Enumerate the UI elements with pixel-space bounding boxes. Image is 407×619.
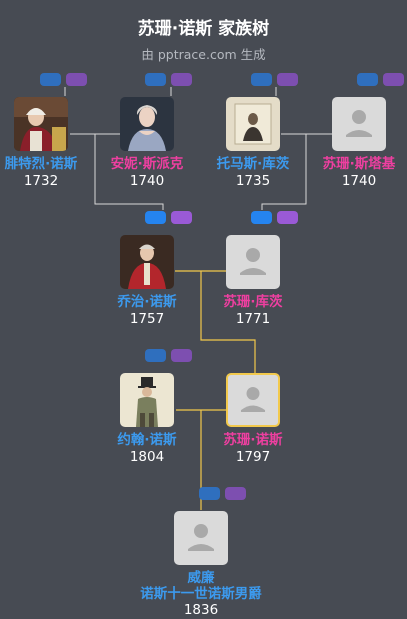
- person-susan-starkey-year: 1740: [341, 173, 377, 189]
- page-title: 苏珊·诺斯 家族树: [137, 19, 270, 39]
- node-controls: [145, 73, 195, 87]
- person-susan-starkey-name[interactable]: 苏珊·斯塔基: [322, 156, 396, 172]
- expand-parents-button[interactable]: [40, 73, 61, 86]
- expand-relations-button[interactable]: [225, 487, 246, 500]
- node-controls: [40, 73, 90, 87]
- person-anne-year: 1740: [129, 173, 165, 189]
- expand-relations-button[interactable]: [171, 73, 192, 86]
- page-subtitle: 由 pptrace.com 生成: [141, 47, 266, 62]
- expand-parents-button[interactable]: [357, 73, 378, 86]
- person-susan-north-name[interactable]: 苏珊·诺斯: [223, 432, 283, 448]
- expand-relations-button[interactable]: [277, 73, 298, 86]
- person-william-year: 1836: [183, 602, 219, 618]
- person-john-year: 1804: [129, 449, 165, 465]
- default-avatar-icon: [240, 387, 266, 413]
- person-george-name[interactable]: 乔治·诺斯: [117, 294, 177, 310]
- expand-parents-button[interactable]: [145, 73, 166, 86]
- expand-relations-button[interactable]: [66, 73, 87, 86]
- person-thomas-year: 1735: [235, 173, 271, 189]
- person-thomas-photo[interactable]: [226, 97, 280, 151]
- person-susan-coutts-photo[interactable]: [226, 235, 280, 289]
- expand-relations-button[interactable]: [171, 349, 192, 362]
- person-anne-photo[interactable]: [120, 97, 174, 151]
- person-frederick-year: 1732: [23, 173, 59, 189]
- person-susan-starkey-photo[interactable]: [332, 97, 386, 151]
- default-avatar-icon: [346, 110, 372, 137]
- person-susan-north-photo[interactable]: [226, 373, 280, 427]
- person-anne-name[interactable]: 安妮·斯派克: [110, 156, 184, 172]
- node-controls: [145, 349, 195, 363]
- expand-relations-button[interactable]: [383, 73, 404, 86]
- person-frederick-photo[interactable]: [14, 97, 68, 151]
- expand-parents-button[interactable]: [251, 73, 272, 86]
- person-william-name[interactable]: 威廉: [187, 570, 215, 586]
- node-controls: [357, 73, 407, 87]
- node-controls: [251, 211, 301, 225]
- person-john-name[interactable]: 约翰·诺斯: [117, 432, 177, 448]
- person-william-photo[interactable]: [174, 511, 228, 565]
- person-susan-north-year: 1797: [235, 449, 271, 465]
- node-controls: [251, 73, 301, 87]
- person-george-photo[interactable]: [120, 235, 174, 289]
- expand-relations-button[interactable]: [277, 211, 298, 224]
- person-john-photo[interactable]: [120, 373, 174, 427]
- expand-parents-button[interactable]: [199, 487, 220, 500]
- default-avatar-icon: [240, 248, 266, 275]
- expand-parents-button[interactable]: [251, 211, 272, 224]
- person-george-year: 1757: [129, 311, 165, 327]
- node-controls: [145, 211, 195, 225]
- expand-relations-button[interactable]: [171, 211, 192, 224]
- person-susan-coutts-year: 1771: [235, 311, 271, 327]
- person-william-title[interactable]: 诺斯十一世诺斯男爵: [140, 586, 262, 602]
- default-avatar-icon: [188, 524, 214, 551]
- expand-parents-button[interactable]: [145, 349, 166, 362]
- person-frederick-name[interactable]: 腓特烈·诺斯: [4, 156, 78, 172]
- person-susan-coutts-name[interactable]: 苏珊·库茨: [223, 294, 283, 310]
- node-controls: [199, 487, 249, 501]
- person-thomas-name[interactable]: 托马斯·库茨: [216, 156, 290, 172]
- expand-parents-button[interactable]: [145, 211, 166, 224]
